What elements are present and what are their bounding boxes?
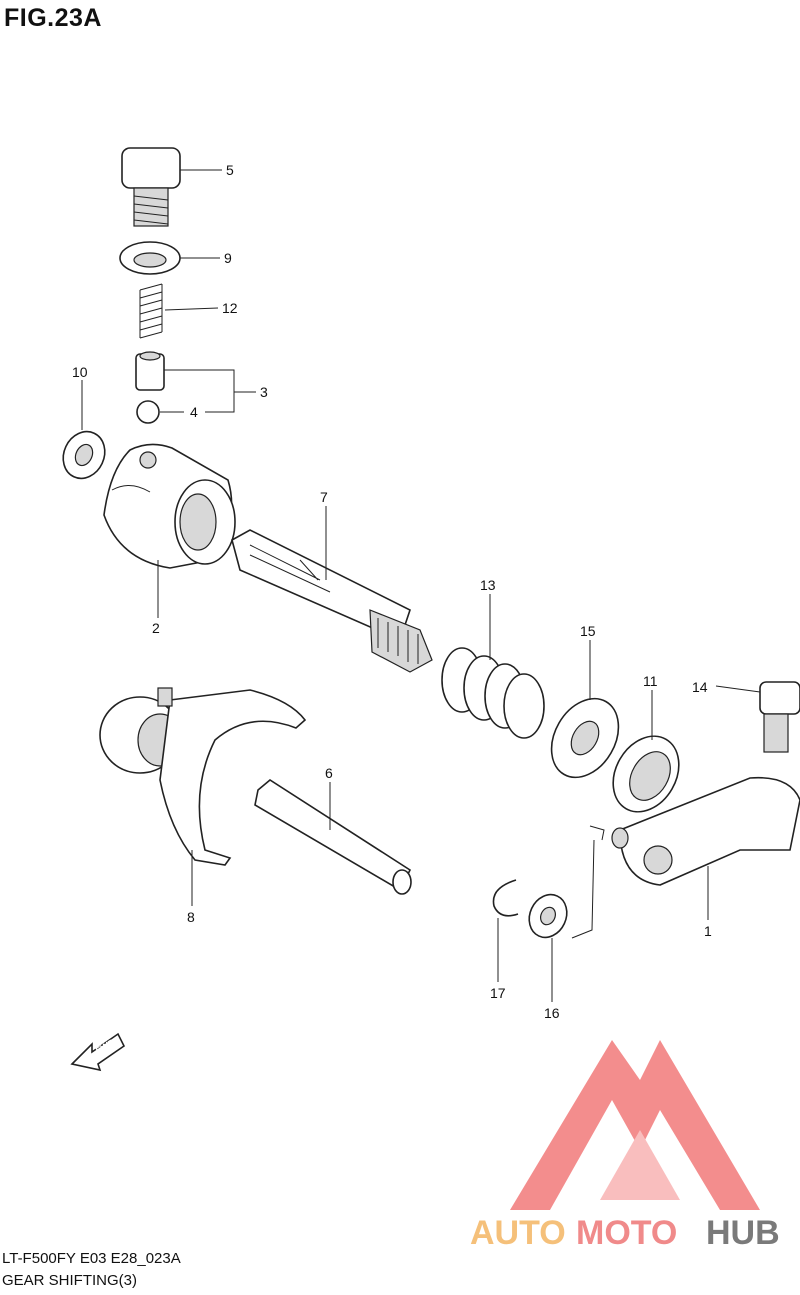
part-3-plunger [135,351,165,391]
callout-4: 4 [190,404,198,420]
part-17-circlip [492,879,519,917]
model-code: LT-F500FY E03 E28_023A [2,1250,181,1267]
callout-1: 1 [704,923,712,939]
callout-3: 3 [260,384,268,400]
part-1-shift-lever [611,776,800,886]
callout-7: 7 [320,489,328,505]
callout-12: 12 [222,300,238,316]
logo-text-moto: MOTO [576,1214,677,1252]
callout-labels: 5 9 12 3 4 10 2 7 13 15 11 14 6 8 1 17 1… [72,162,712,1021]
callout-11: 11 [643,673,658,689]
part-15-washer [550,697,620,779]
part-10-washer [62,430,106,480]
automotohub-logo [510,1040,760,1210]
figure-title: FIG.23A [4,4,102,32]
callout-13: 13 [480,577,496,593]
callout-9: 9 [224,250,232,266]
fwd-arrow-icon: FWD [70,1032,126,1072]
callout-16: 16 [544,1005,560,1021]
part-11-bearing [612,735,680,813]
part-7-shift-shaft [231,529,433,673]
callout-10: 10 [72,364,88,380]
part-2-cam-drum [103,443,236,569]
section-name: GEAR SHIFTING(3) [2,1272,138,1289]
logo-text-auto: AUTO [470,1214,566,1252]
callout-15: 15 [580,623,596,639]
part-14-bolt [759,681,800,753]
part-4-ball [136,400,160,424]
callout-2: 2 [152,620,160,636]
callout-8: 8 [187,909,195,925]
part-16-washer [528,893,568,939]
part-6-rod [254,779,412,895]
part-9-washer [119,241,181,275]
part-5-bolt [121,147,181,227]
leader-lines [81,169,761,1002]
callout-14: 14 [692,679,708,695]
logo-triangle-icon [510,1040,760,1210]
part-13-spring [441,647,545,739]
part-8-shift-fork [99,687,307,866]
callout-6: 6 [325,765,333,781]
logo-text-hub: HUB [706,1214,780,1252]
callout-5: 5 [226,162,234,178]
part-12-spring [139,283,163,339]
callout-17: 17 [490,985,506,1001]
